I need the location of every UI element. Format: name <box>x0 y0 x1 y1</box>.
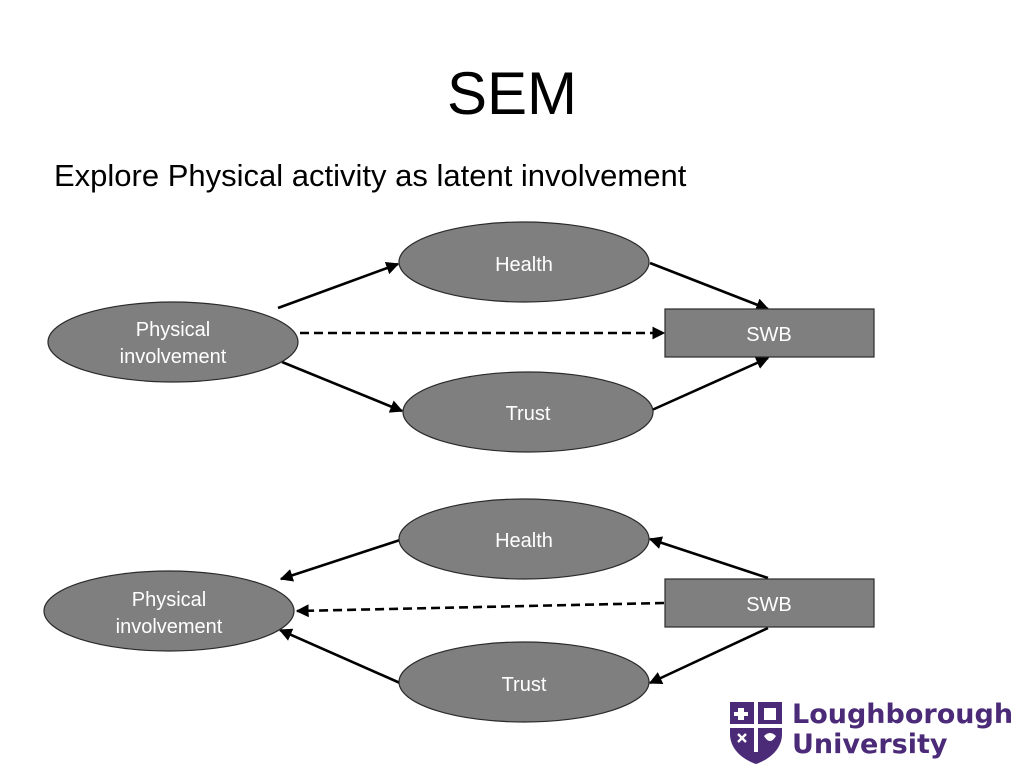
crest-icon <box>730 702 782 764</box>
edge-trust-to-swb <box>651 356 770 412</box>
node-label-involvement: involvement <box>116 616 223 638</box>
edge-physical-to-health <box>277 261 400 310</box>
node-label-health: Health <box>495 530 553 552</box>
node-swb: SWB <box>664 578 875 628</box>
node-physical-involvement: Physical involvement <box>47 301 299 383</box>
logo-line1: Loughborough <box>792 699 1014 730</box>
edge-health-to-physical <box>279 538 401 582</box>
diagram-bottom: Physical involvement Health Trust SWB <box>43 498 875 723</box>
node-label-swb: SWB <box>746 594 792 616</box>
node-label-trust: Trust <box>506 403 551 425</box>
node-physical-involvement: Physical involvement <box>43 570 295 652</box>
node-label-physical: Physical <box>136 319 210 341</box>
node-trust: Trust <box>402 371 654 453</box>
node-health: Health <box>398 498 650 580</box>
edge-swb-to-trust <box>648 626 769 685</box>
diagram-top: Physical involvement Health Trust SWB <box>47 221 875 453</box>
edge-health-to-swb <box>649 261 770 311</box>
edge-swb-to-health <box>648 536 769 580</box>
node-swb: SWB <box>664 308 875 358</box>
node-label-physical: Physical <box>132 589 206 611</box>
slide-title: SEM <box>446 60 578 127</box>
slide-subtitle: Explore Physical activity as latent invo… <box>54 158 687 193</box>
logo-wordmark: Loughborough University <box>792 700 1013 760</box>
node-label-involvement: involvement <box>120 346 227 368</box>
node-label-swb: SWB <box>746 324 792 346</box>
university-logo: Loughborough University <box>728 700 1013 766</box>
edge-swb-to-physical-dashed <box>295 601 665 618</box>
logo-line2: University <box>792 729 948 760</box>
node-health: Health <box>398 221 650 303</box>
edge-trust-to-physical <box>278 628 401 685</box>
node-label-trust: Trust <box>502 674 547 696</box>
edge-physical-to-trust <box>281 360 404 413</box>
node-label-health: Health <box>495 254 553 276</box>
node-trust: Trust <box>398 641 650 723</box>
